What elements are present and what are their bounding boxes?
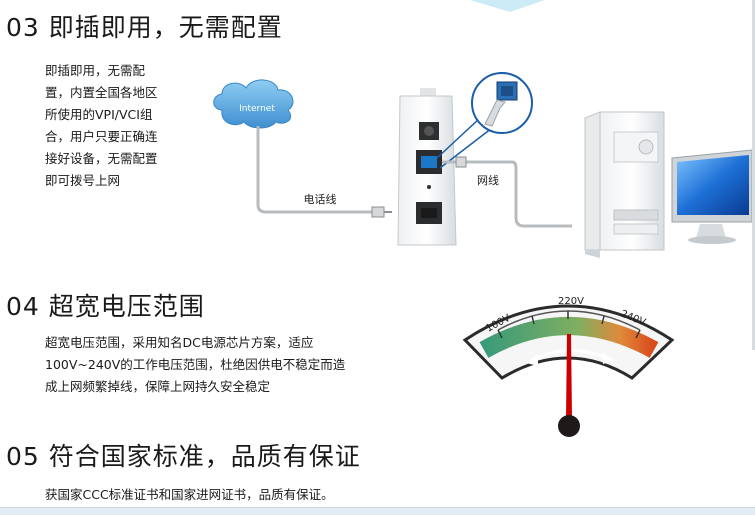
section-05-text: 获国家CCC标准证书和国家进网证书，品质有保证。 xyxy=(45,484,334,506)
text-line: 100V~240V的工作电压范围，杜绝因供电不稳定而造 xyxy=(45,357,346,372)
text-line: 获国家CCC标准证书和国家进网证书，品质有保证。 xyxy=(45,487,334,502)
section-04-text: 超宽电压范围，采用知名DC电源芯片方案，适应 100V~240V的工作电压范围，… xyxy=(45,332,345,398)
connection-illustration: Internet 电话线 网线 xyxy=(213,0,753,258)
gauge-needle xyxy=(566,334,572,418)
bottom-divider xyxy=(0,507,755,515)
section-03-heading: 03 即插即用，无需配置 xyxy=(6,13,283,42)
text-line: 成上网频繁掉线，保障上网持久安全稳定 xyxy=(45,379,271,394)
pc-tower-icon xyxy=(584,111,665,258)
phone-line xyxy=(256,126,372,214)
text-line: 超宽电压范围，采用知名DC电源芯片方案，适应 xyxy=(45,335,314,350)
section-03-text: 即插即用，无需配 置，内置全国各地区 所使用的VPI/VCI组 合，用户只要正确… xyxy=(45,60,158,192)
text-line: 接好设备，无需配置 xyxy=(45,151,158,166)
section-05-heading: 05 符合国家标准，品质有保证 xyxy=(6,442,361,471)
text-line: 置，内置全国各地区 xyxy=(45,85,158,100)
modem-device xyxy=(397,88,457,246)
text-line: 所使用的VPI/VCI组 xyxy=(45,107,153,122)
gauge-label-220v: 220V xyxy=(558,296,584,307)
phone-line-label: 电话线 xyxy=(304,192,337,206)
text-line: 合，用户只要正确连 xyxy=(45,129,158,144)
monitor-icon xyxy=(671,149,753,244)
gauge-pivot xyxy=(558,415,580,437)
network-cable xyxy=(442,160,572,228)
text-line: 即可拨号上网 xyxy=(45,173,121,188)
voltage-gauge: 100V 220V 240V xyxy=(462,296,675,437)
section-04-heading: 04 超宽电压范围 xyxy=(6,292,205,321)
network-line-label: 网线 xyxy=(477,173,499,187)
internet-cloud-icon: Internet xyxy=(213,79,294,129)
page-scroll-edge xyxy=(752,0,755,350)
cloud-label: Internet xyxy=(239,104,275,114)
decorative-shape xyxy=(470,0,545,12)
text-line: 即插即用，无需配 xyxy=(45,63,146,78)
